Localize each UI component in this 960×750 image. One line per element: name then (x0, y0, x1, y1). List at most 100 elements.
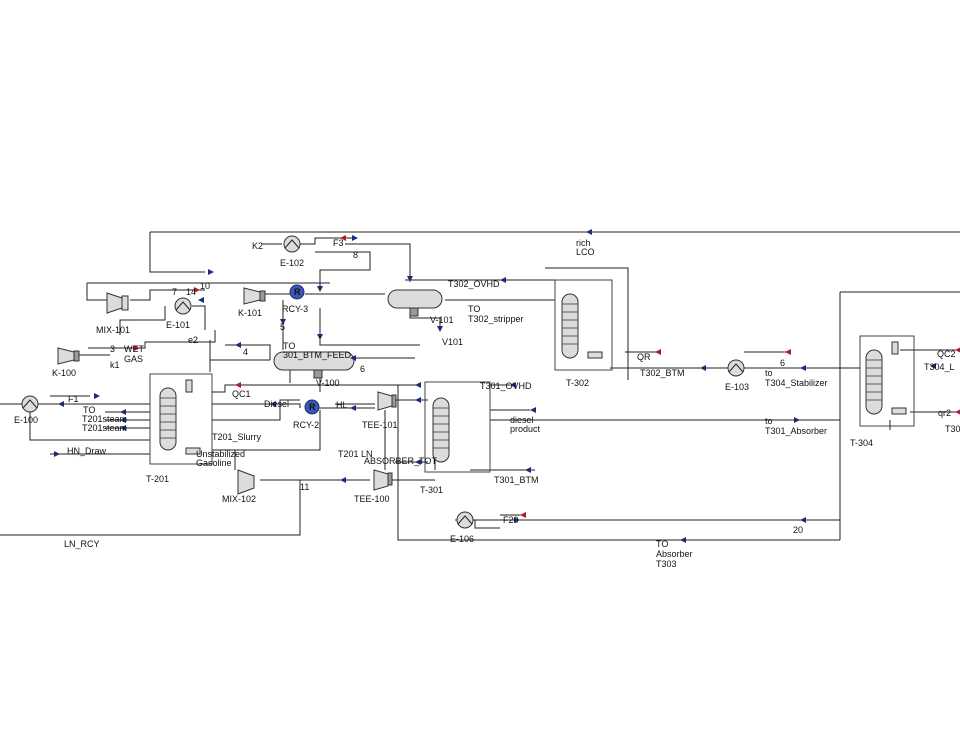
label-tee101: TEE-101 (362, 420, 398, 430)
label-4: 4 (243, 347, 248, 357)
label-301-btm-feed: 301_BTM_FEED (283, 350, 352, 360)
label-e106: E-106 (450, 534, 474, 544)
label-e103: E-103 (725, 382, 749, 392)
t301-frame[interactable] (424, 381, 491, 473)
label-unstabilized: Unstabilized (196, 449, 245, 459)
stream-arrows (54, 229, 960, 543)
label-v101: V-101 (430, 315, 454, 325)
t302-column-icon[interactable] (561, 293, 603, 359)
svg-text:R: R (294, 287, 301, 297)
label-t303: T303 (656, 559, 677, 569)
label-e102: E-102 (280, 258, 304, 268)
label-5: 5 (280, 322, 285, 332)
label-mix102: MIX-102 (222, 494, 256, 504)
label-t301-ovhd: T301_OVHD (480, 381, 532, 391)
e103-exchanger-icon[interactable] (727, 359, 745, 377)
label-t201steam: T201steam (82, 414, 127, 424)
label-absorber-tot: ABSORBER_TOT (364, 456, 437, 466)
rcy2-recycle-icon[interactable]: R (304, 399, 320, 415)
label-rich: rich (576, 238, 591, 248)
label-qc2: QC2 (937, 349, 956, 359)
label-7: 7 (172, 287, 177, 297)
label-t301-absorber: T301_Absorber (765, 426, 827, 436)
rcy3-recycle-icon[interactable]: R (289, 284, 305, 300)
mix102-mixer-icon[interactable] (237, 469, 255, 495)
tee101-tee-icon[interactable] (377, 391, 397, 411)
t201-column-icon[interactable] (159, 379, 201, 455)
label-v101b: V101 (442, 337, 463, 347)
label-k100: K-100 (52, 368, 76, 378)
mix101-mixer-icon[interactable] (106, 292, 129, 314)
t301-column-icon[interactable] (432, 397, 450, 463)
label-qr2: qr2 (938, 408, 951, 418)
label-to-301: TO (283, 341, 295, 351)
label-t302: T-302 (566, 378, 589, 388)
label-k1: k1 (110, 360, 120, 370)
label-to-t304: to (765, 368, 773, 378)
v101-vessel-icon[interactable] (387, 289, 443, 317)
e100-exchanger-icon[interactable] (21, 395, 39, 413)
label-t302-ovhd: T302_OVHD (448, 279, 500, 289)
v100-vessel-icon[interactable] (273, 351, 355, 379)
label-gas: GAS (124, 354, 143, 364)
label-3: 3 (110, 344, 115, 354)
k101-compressor-icon[interactable] (243, 287, 266, 305)
label-6b: 6 (360, 364, 365, 374)
t304-frame[interactable] (859, 335, 915, 427)
label-diesel-product: diesel (510, 415, 534, 425)
label-lco: LCO (576, 247, 595, 257)
label-k101: K-101 (238, 308, 262, 318)
label-t304-stabilizer: T304_Stabilizer (765, 378, 828, 388)
label-10: 10 (200, 281, 210, 291)
label-gasoline: Gasoline (196, 458, 232, 468)
label-t301-btm: T301_BTM (494, 475, 539, 485)
label-f3: F3 (333, 238, 344, 248)
label-e100: E-100 (14, 415, 38, 425)
label-t201steam-2: T201steam (82, 423, 127, 433)
label-t304: T-304 (850, 438, 873, 448)
label-to-absorber: TO (656, 539, 668, 549)
label-to-t201: TO (83, 405, 95, 415)
label-hn-draw: HN_Draw (67, 446, 107, 456)
label-product: product (510, 424, 541, 434)
label-diesel: Diesel (264, 399, 289, 409)
svg-text:R: R (309, 402, 316, 412)
label-11: 11 (300, 482, 309, 492)
label-rcy3: RCY-3 (282, 304, 308, 314)
label-e101: E-101 (166, 320, 190, 330)
label-t201: T-201 (146, 474, 169, 484)
tee100-tee-icon[interactable] (373, 469, 393, 491)
label-absorber: Absorber (656, 549, 693, 559)
label-t304-l: T304_L (924, 362, 955, 372)
stream-labels: K2 E-102 F3 8 rich LCO T302_OVHD 10 7 14… (14, 238, 960, 569)
label-ln-rcy: LN_RCY (64, 539, 100, 549)
label-t302-btm: T302_BTM (640, 368, 685, 378)
label-t30: T30 (945, 424, 960, 434)
label-hl: HL (336, 400, 348, 410)
k100-compressor-icon[interactable] (57, 347, 80, 365)
t304-column-icon[interactable] (865, 341, 907, 415)
e106-exchanger-icon[interactable] (456, 511, 474, 529)
label-t301: T-301 (420, 485, 443, 495)
label-k2: K2 (252, 241, 263, 251)
label-mix101: MIX-101 (96, 325, 130, 335)
label-t201-slurry: T201_Slurry (212, 432, 262, 442)
e102-exchanger-icon[interactable] (283, 235, 301, 253)
label-t302-stripper: T302_stripper (468, 314, 524, 324)
label-tee100: TEE-100 (354, 494, 390, 504)
label-f1: F1 (68, 394, 79, 404)
label-20: 20 (793, 525, 803, 535)
label-wet: WET (124, 344, 144, 354)
label-v100: V-100 (316, 378, 340, 388)
t201-frame[interactable] (149, 373, 213, 465)
label-8: 8 (353, 250, 358, 260)
e101-exchanger-icon[interactable] (174, 297, 192, 315)
label-t201-ln: T201 LN (338, 449, 373, 459)
label-qr: QR (637, 352, 651, 362)
t302-frame[interactable] (554, 279, 613, 371)
label-qc1: QC1 (232, 389, 251, 399)
label-to-t301: to (765, 416, 773, 426)
label-6a: 6 (780, 358, 785, 368)
column-frames (149, 279, 915, 473)
